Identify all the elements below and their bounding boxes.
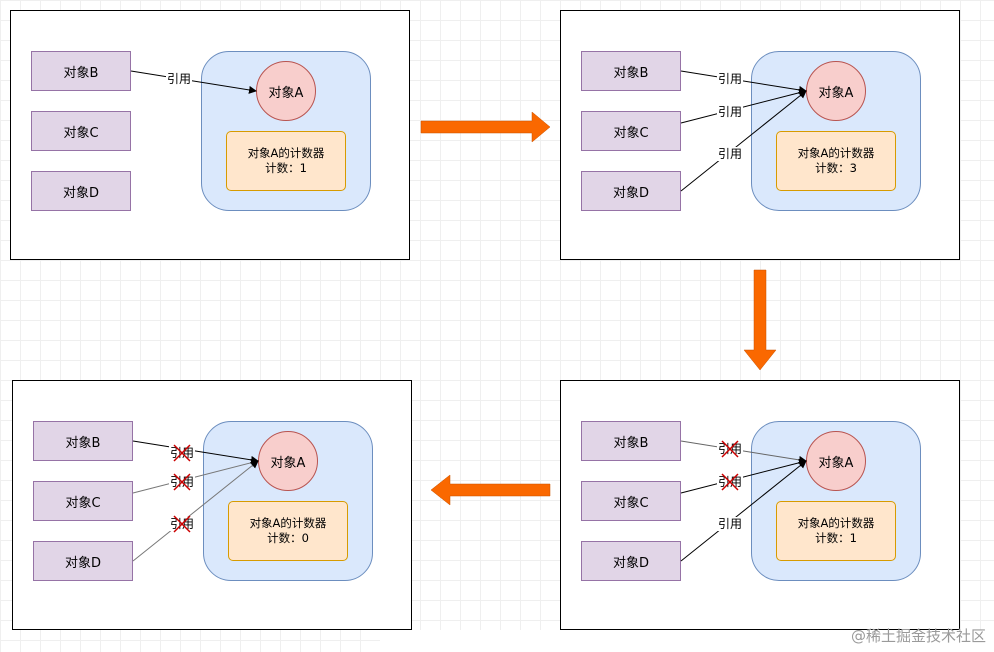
- object-b-box: 对象B: [581, 421, 681, 461]
- object-a-circle: 对象A: [806, 431, 866, 491]
- object-b-box: 对象B: [31, 51, 131, 91]
- object-c-box: 对象C: [581, 481, 681, 521]
- cross-mark-icon: [721, 473, 739, 491]
- object-c-box: 对象C: [581, 111, 681, 151]
- cross-mark-icon: [173, 473, 191, 491]
- object-d-box: 对象D: [33, 541, 133, 581]
- edge-label-d: 引用: [716, 147, 744, 161]
- object-a-circle: 对象A: [256, 61, 316, 121]
- object-a-counter: 对象A的计数器 计数：1: [776, 501, 896, 561]
- cross-mark-icon: [721, 440, 739, 458]
- flow-arrow-right-icon: [420, 111, 551, 143]
- counter-value: 计数：3: [815, 161, 857, 175]
- object-d-box: 对象D: [581, 171, 681, 211]
- object-a-counter: 对象A的计数器 计数：3: [776, 131, 896, 191]
- panel-step-3: 对象B 对象C 对象D 对象A 对象A的计数器 计数：1 引用 引用 引用: [560, 380, 960, 630]
- cross-mark-icon: [173, 515, 191, 533]
- watermark: @稀土掘金技术社区: [850, 627, 986, 645]
- panel-step-1: 对象B 对象C 对象D 对象A 对象A的计数器 计数：1 引用: [10, 10, 410, 260]
- counter-title: 对象A的计数器: [247, 146, 325, 160]
- counter-title: 对象A的计数器: [797, 516, 875, 530]
- object-d-box: 对象D: [31, 171, 131, 211]
- object-b-box: 对象B: [33, 421, 133, 461]
- cross-mark-icon: [173, 444, 191, 462]
- flow-arrow-down-icon: [743, 269, 777, 371]
- object-d-box: 对象D: [581, 541, 681, 581]
- edge-label-c: 引用: [716, 105, 744, 119]
- panel-step-2: 对象B 对象C 对象D 对象A 对象A的计数器 计数：3 引用 引用 引用: [560, 10, 960, 260]
- edge-label-d: 引用: [716, 517, 744, 531]
- counter-value: 计数：1: [265, 161, 307, 175]
- object-b-box: 对象B: [581, 51, 681, 91]
- object-a-counter: 对象A的计数器 计数：1: [226, 131, 346, 191]
- edge-label-b: 引用: [165, 72, 193, 86]
- object-c-box: 对象C: [33, 481, 133, 521]
- counter-value: 计数：1: [815, 531, 857, 545]
- object-a-counter: 对象A的计数器 计数：0: [228, 501, 348, 561]
- counter-title: 对象A的计数器: [249, 516, 327, 530]
- counter-value: 计数：0: [267, 531, 309, 545]
- object-c-box: 对象C: [31, 111, 131, 151]
- panel-step-4: 对象B 对象C 对象D 对象A 对象A的计数器 计数：0 引用 引用 引用: [12, 380, 412, 630]
- edge-label-b: 引用: [716, 72, 744, 86]
- object-a-circle: 对象A: [806, 61, 866, 121]
- counter-title: 对象A的计数器: [797, 146, 875, 160]
- object-a-circle: 对象A: [258, 431, 318, 491]
- bottom-strip: [380, 630, 994, 652]
- flow-arrow-left-icon: [430, 474, 551, 506]
